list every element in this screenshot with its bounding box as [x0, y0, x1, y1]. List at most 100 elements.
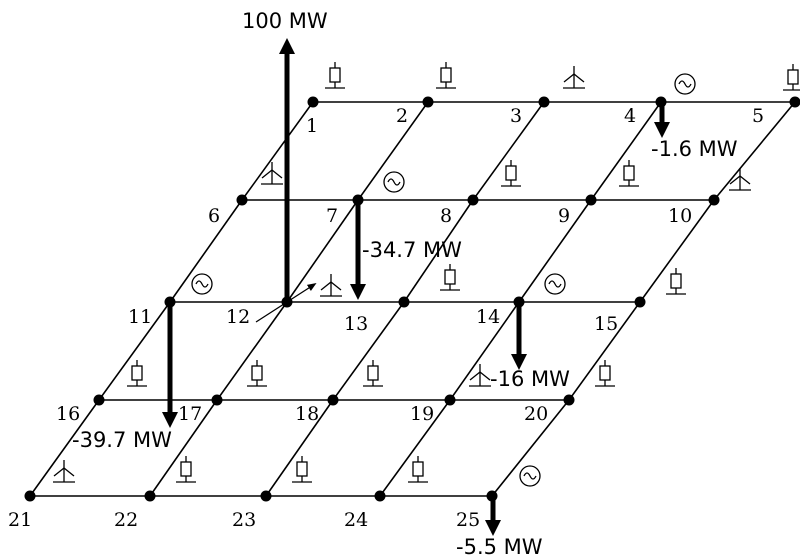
bus-6-node: [236, 194, 248, 206]
bus-25-label: 25: [456, 509, 480, 531]
line-16-21: [29, 399, 100, 497]
bus-16-label: 16: [56, 403, 80, 425]
flow-label-bus-11: -39.7 MW: [72, 428, 172, 452]
bus-9-label: 9: [558, 205, 570, 227]
power-flows: 100 MW -1.6 MW -34.7 MW -16 MW -39.7 MW -5.5 …: [72, 9, 738, 559]
bus-2-node: [422, 96, 434, 108]
bus-23-load-icon: [292, 456, 312, 483]
flow-label-bus-25: -5.5 MW: [456, 535, 543, 559]
bus-10-node: [708, 194, 720, 206]
bus-symbols: [53, 62, 800, 487]
line-13-18: [332, 301, 405, 401]
line-5-10: [713, 101, 796, 201]
bus-7-label: 7: [326, 205, 338, 227]
line-14-19: [449, 301, 520, 401]
flow-label-bus-14: -16 MW: [490, 367, 570, 391]
bus-3-wind-icon: [563, 66, 585, 89]
line-3-8: [472, 101, 545, 201]
bus-24-label: 24: [344, 509, 368, 531]
bus-14-node: [513, 296, 525, 308]
line-6-11: [169, 199, 243, 303]
flow-label-bus-4: -1.6 MW: [651, 137, 738, 161]
line-15-20: [568, 301, 641, 401]
bus-8-node: [467, 194, 479, 206]
flow-label-bus-7: -34.7 MW: [362, 238, 462, 262]
line-8-13: [403, 199, 474, 303]
bus-6-label: 6: [208, 205, 220, 227]
bus-25-generator-icon: [519, 465, 541, 487]
bus-11-label: 11: [128, 306, 152, 328]
bus-8-load-icon: [501, 160, 521, 187]
bus-21-wind-icon: [53, 460, 75, 483]
bus-17-label: 17: [178, 403, 202, 425]
bus-15-load-icon: [666, 268, 686, 295]
bus-14-label: 14: [476, 306, 500, 328]
bus-11-node: [164, 296, 176, 308]
bus-20-node: [563, 394, 575, 406]
bus-11-generator-icon: [191, 273, 213, 295]
line-19-24: [379, 399, 451, 497]
bus-16-node: [93, 394, 105, 406]
bus-18-label: 18: [295, 403, 319, 425]
line-7-12: [286, 199, 359, 303]
bus-9-load-icon: [619, 160, 639, 187]
bus-12-label: 12: [226, 306, 250, 328]
bus-14-generator-icon: [544, 273, 566, 295]
bus-3-node: [538, 96, 550, 108]
line-4-9: [590, 101, 662, 201]
bus-5-label: 5: [752, 105, 764, 127]
line-10-15: [639, 199, 715, 303]
line-12-17: [216, 301, 288, 401]
bus-16-load-icon: [127, 360, 147, 387]
line-2-7: [357, 101, 429, 201]
flow-label-bus-12: 100 MW: [242, 9, 328, 33]
grid-lines: [29, 101, 796, 497]
bus-21-label: 21: [8, 509, 32, 531]
bus-19-label: 19: [410, 403, 434, 425]
bus-8-label: 8: [440, 205, 452, 227]
bus-17-node: [211, 394, 223, 406]
bus-5-node: [789, 96, 800, 108]
bus-19-wind-icon: [469, 364, 491, 387]
bus-7-node: [352, 194, 364, 206]
bus-13-load-icon: [440, 264, 460, 291]
bus-9-node: [585, 194, 597, 206]
bus-12-pointer-arrow: [255, 283, 317, 323]
bus-nodes: [24, 96, 800, 502]
bus-15-label: 15: [594, 313, 618, 335]
bus-24-node: [374, 490, 386, 502]
line-1-6: [241, 101, 314, 201]
bus-22-label: 22: [114, 509, 138, 531]
bus-12-wind-icon: [320, 274, 342, 297]
bus-7-generator-icon: [383, 171, 405, 193]
line-18-23: [265, 399, 334, 497]
bus-2-load-icon: [436, 62, 456, 89]
bus-18-load-icon: [363, 360, 383, 387]
bus-18-node: [327, 394, 339, 406]
line-11-16: [98, 301, 171, 401]
bus-6-wind-icon: [261, 162, 283, 185]
bus-13-node: [398, 296, 410, 308]
bus-22-load-icon: [176, 456, 196, 483]
bus-2-label: 2: [396, 105, 408, 127]
line-17-22: [149, 399, 218, 497]
bus-5-load-icon: [783, 64, 800, 91]
bus-13-label: 13: [344, 313, 368, 335]
bus-24-load-icon: [408, 456, 428, 483]
bus-1-node: [307, 96, 319, 108]
bus-1-label: 1: [306, 115, 318, 137]
bus-10-label: 10: [668, 205, 692, 227]
line-20-25: [491, 399, 570, 497]
bus-17-load-icon: [247, 360, 267, 387]
bus-20-load-icon: [595, 360, 615, 387]
bus-10-wind-icon: [729, 168, 751, 191]
bus-19-node: [444, 394, 456, 406]
bus-4-generator-icon: [674, 73, 696, 95]
bus-4-label: 4: [624, 105, 636, 127]
bus-20-label: 20: [524, 403, 548, 425]
bus-21-node: [24, 490, 36, 502]
bus-1-load-icon: [325, 62, 345, 89]
bus-23-node: [260, 490, 272, 502]
